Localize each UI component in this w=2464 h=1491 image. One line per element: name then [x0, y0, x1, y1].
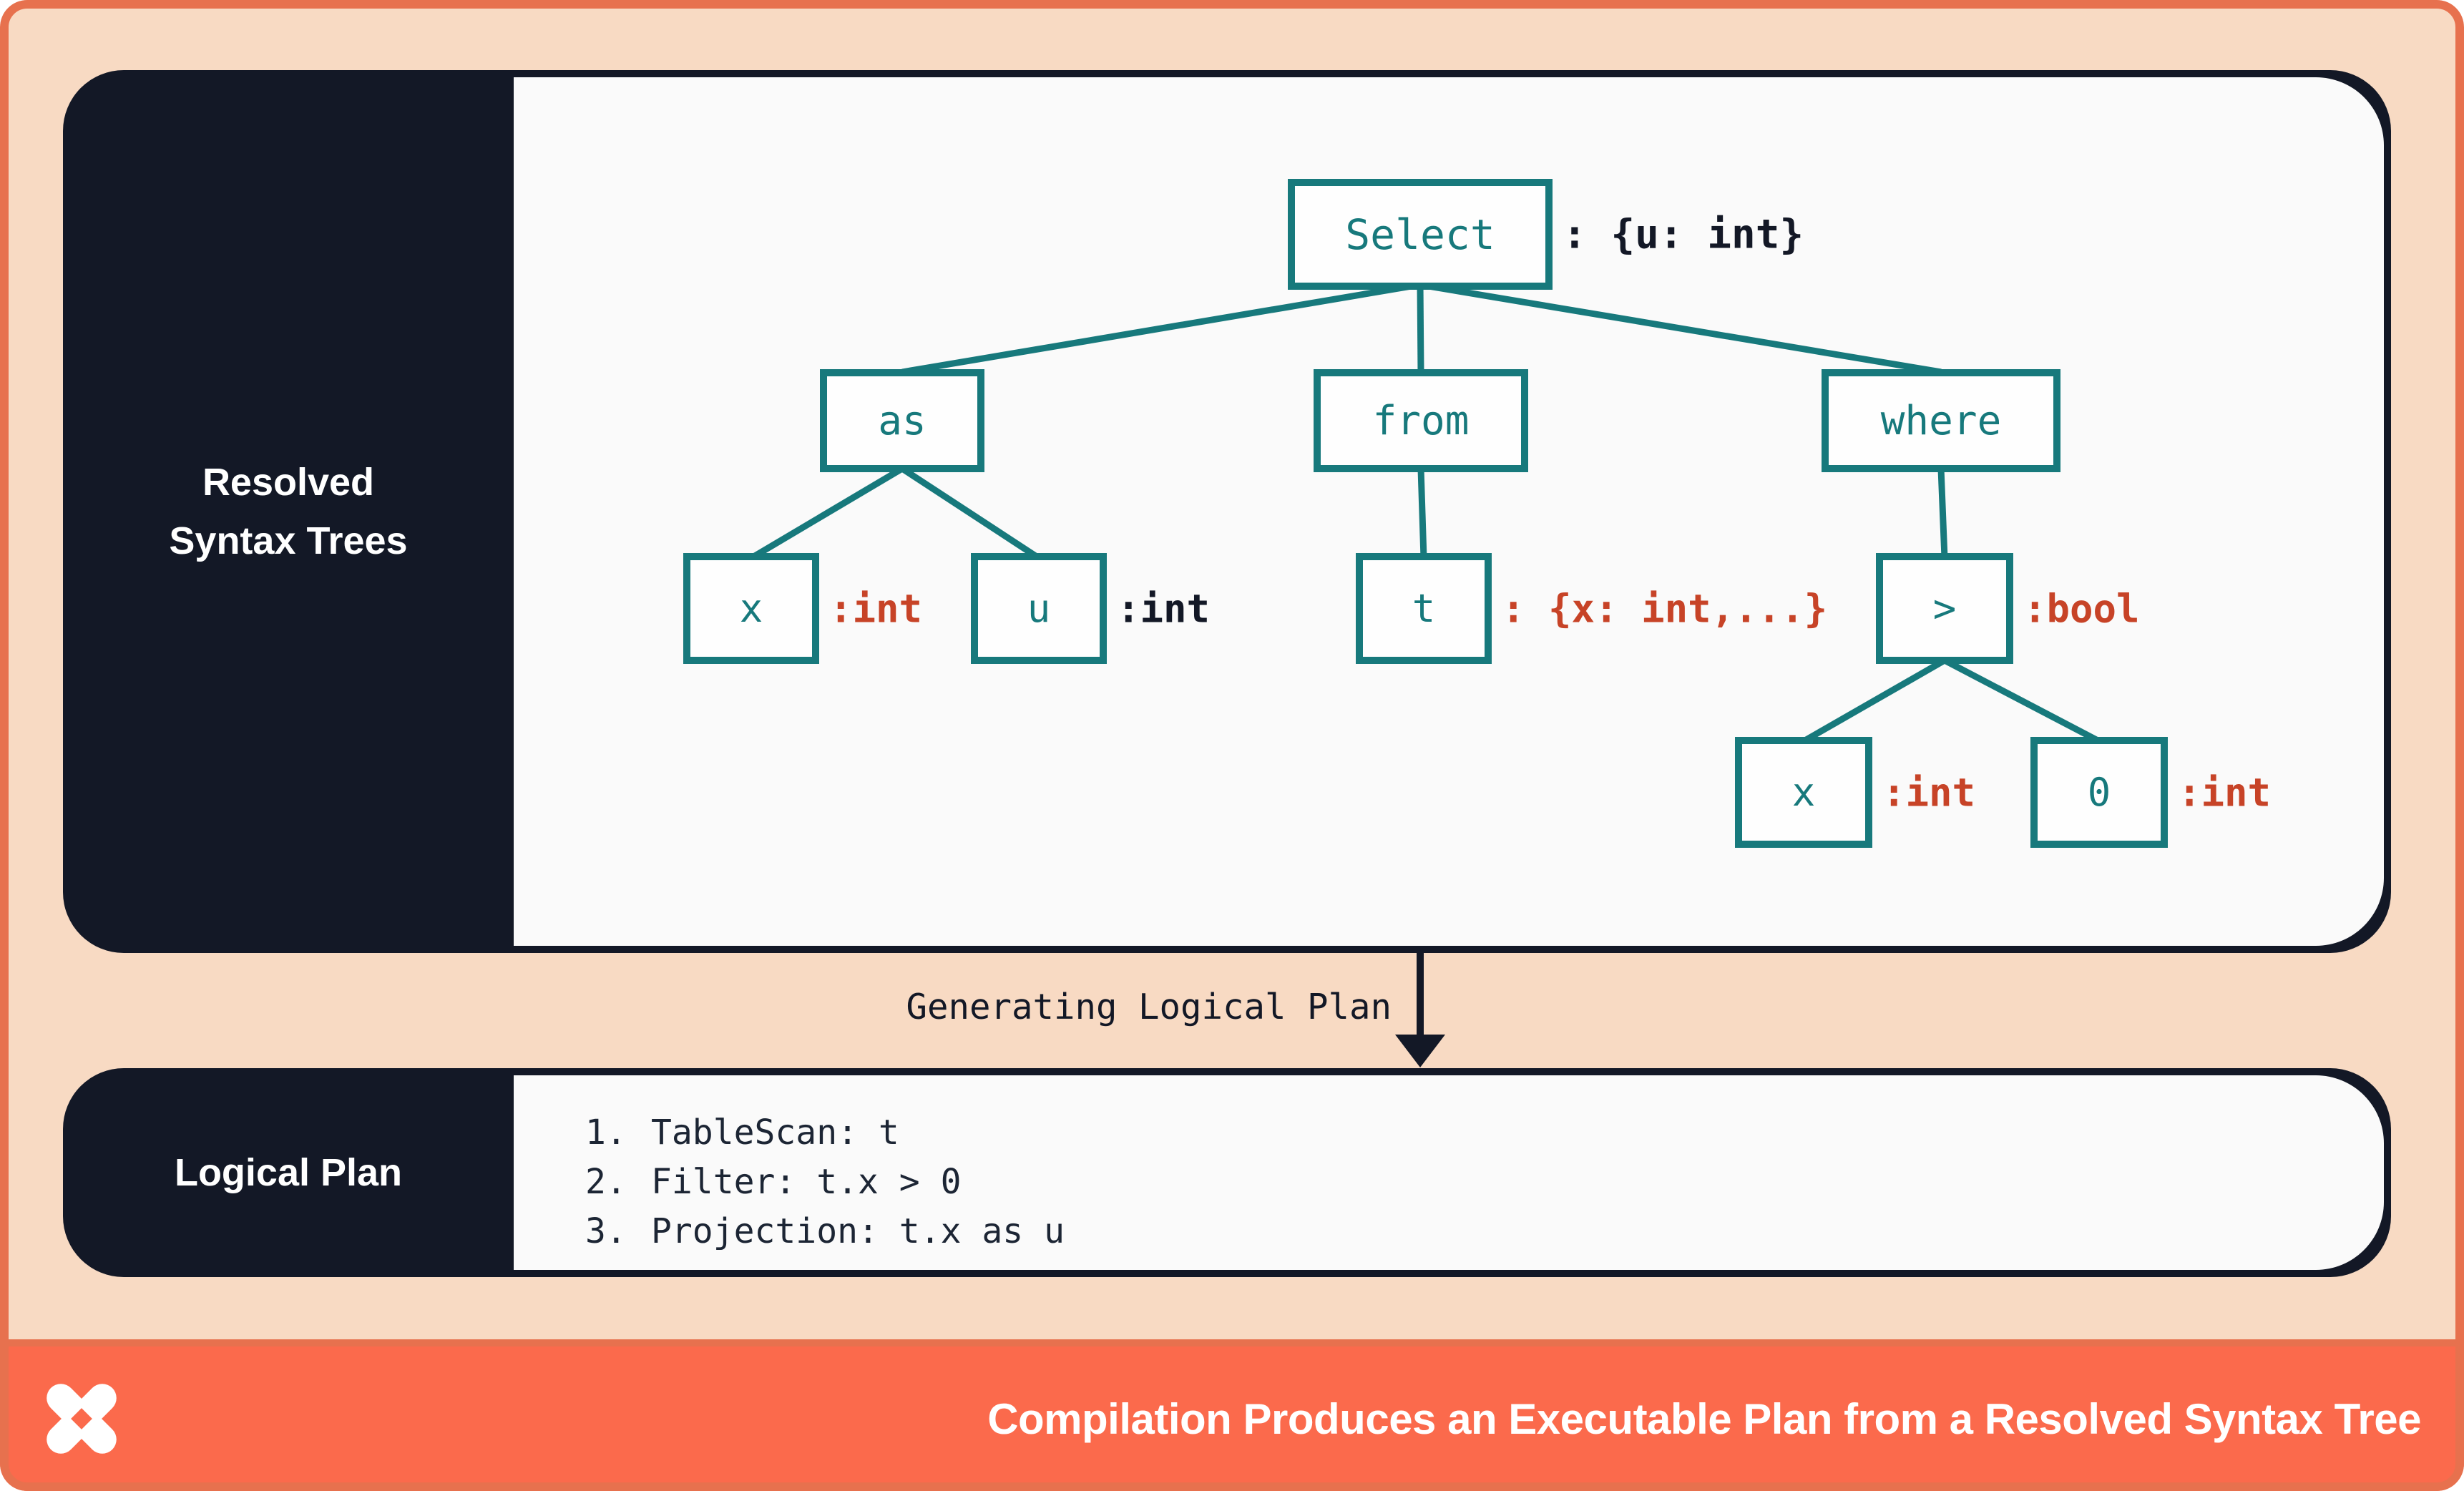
tree-node-zero: 0 :int [2030, 737, 2271, 848]
node-label: where [1880, 397, 2002, 444]
plan-step-number: 1. [585, 1113, 627, 1153]
plan-arrow-head [1395, 1035, 1445, 1067]
node-label: x [739, 586, 763, 631]
tree-node-t: t : {x: int,...} [1356, 553, 1827, 664]
syntax-panel-label-line2: Syntax Trees [169, 519, 408, 562]
syntax-panel-label: Resolved Syntax Trees [63, 70, 514, 953]
tree-node-from: from [1314, 369, 1528, 472]
syntax-panel-label-line1: Resolved [202, 461, 375, 504]
plan-step-3: 3. Projection: t.x as u [585, 1207, 2384, 1256]
type-annotation-u-alias: :int [1117, 586, 1211, 631]
plan-step-number: 2. [585, 1162, 627, 1202]
plan-step-text: Filter: t.x > 0 [651, 1162, 962, 1202]
plan-step-2: 2. Filter: t.x > 0 [585, 1158, 2384, 1207]
type-annotation-x-alias: :int [829, 586, 923, 631]
type-annotation-zero: :int [2178, 770, 2272, 815]
node-label: u [1027, 586, 1051, 631]
node-label: Select [1345, 210, 1495, 259]
node-label: 0 [2087, 770, 2111, 815]
tree-node-where: where [1822, 369, 2060, 472]
type-annotation-x-operand: :int [1882, 770, 1976, 815]
node-label: t [1412, 586, 1436, 631]
plan-steps: 1. TableScan: t 2. Filter: t.x > 0 3. Proje… [514, 1075, 2384, 1256]
tree-node-greater-than: > :bool [1876, 553, 2140, 664]
node-label: x [1791, 770, 1816, 815]
plan-step-1: 1. TableScan: t [585, 1108, 2384, 1158]
brand-pinwheel-logo-icon [37, 1374, 126, 1463]
plan-step-text: TableScan: t [651, 1113, 899, 1153]
plan-step-number: 3. [585, 1211, 627, 1251]
tree-node-select: Select : {u: int} [1288, 179, 1804, 290]
tree-node-as: as [820, 369, 984, 472]
node-label: from [1372, 397, 1470, 444]
footer-title: Compilation Produces an Executable Plan … [987, 1394, 2421, 1443]
tree-node-u-alias: u :int [971, 553, 1210, 664]
logical-plan-panel: Logical Plan 1. TableScan: t 2. Filter: t.… [63, 1068, 2391, 1277]
logical-panel-label-text: Logical Plan [174, 1151, 403, 1194]
plan-step-text: Projection: t.x as u [651, 1211, 1065, 1251]
footer-bar: Compilation Produces an Executable Plan … [0, 1339, 2464, 1491]
type-annotation-t: : {x: int,...} [1502, 586, 1828, 631]
tree-node-x-operand: x :int [1735, 737, 1975, 848]
node-label: > [1932, 586, 1957, 631]
logical-panel-label: Logical Plan [63, 1068, 514, 1277]
type-annotation-select: : {u: int} [1563, 211, 1804, 258]
tree-node-x-alias: x :int [683, 553, 922, 664]
type-annotation-greater-than: :bool [2023, 586, 2140, 631]
node-label: as [878, 397, 927, 444]
transition-label: Generating Logical Plan [906, 987, 1392, 1027]
logical-plan-content: 1. TableScan: t 2. Filter: t.x > 0 3. Proje… [514, 1075, 2384, 1270]
